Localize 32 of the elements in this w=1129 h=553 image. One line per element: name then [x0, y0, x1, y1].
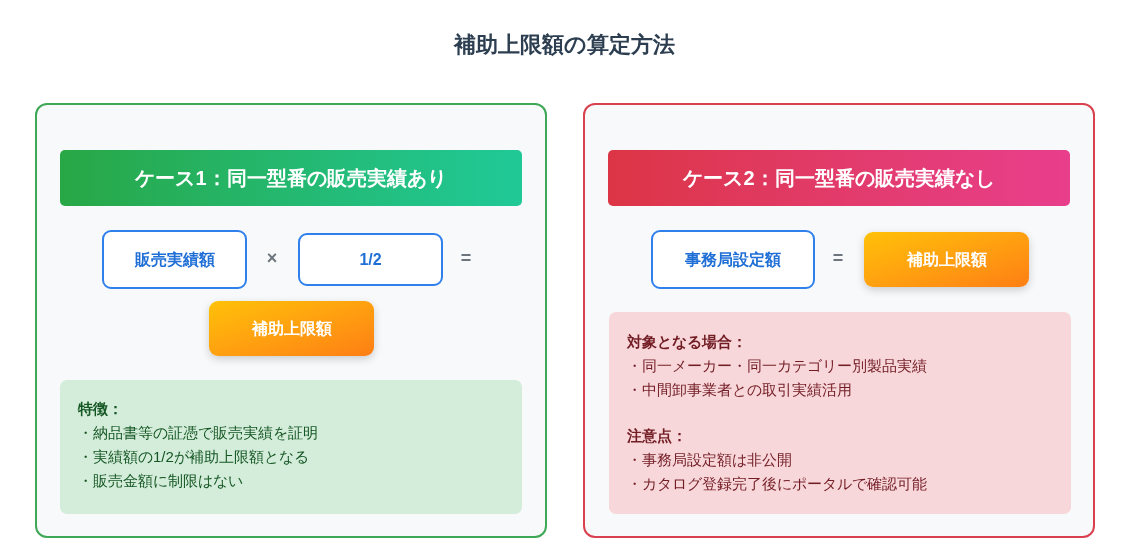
value-box	[102, 230, 247, 289]
value-text: 1/2	[359, 249, 382, 270]
operator-sign: =	[460, 247, 472, 270]
case-panel	[583, 103, 1095, 538]
value-text: 事務局設定額	[685, 249, 781, 270]
diagram-title: 補助上限額の算定方法	[454, 31, 675, 59]
result-text: 補助上限額	[251, 318, 332, 339]
info-heading: 注意点：	[627, 426, 687, 446]
case-header-band	[60, 150, 522, 206]
case-panel	[35, 103, 547, 538]
value-text: 販売実績額	[134, 249, 215, 270]
operator-sign: ×	[266, 247, 278, 270]
value-box	[298, 233, 443, 286]
bullet-text: ・納品書等の証憑で販売実績を証明	[78, 423, 318, 443]
case-header-band	[608, 150, 1070, 206]
bullet-text: ・同一メーカー・同一カテゴリー別製品実績	[627, 356, 927, 376]
info-heading: 対象となる場合：	[627, 332, 747, 352]
bullet-text: ・カタログ登録完了後にポータルで確認可能	[627, 474, 927, 494]
result-text: 補助上限額	[906, 249, 987, 270]
bullet-text: ・事務局設定額は非公開	[627, 450, 792, 470]
info-box	[609, 312, 1071, 514]
bullet-text: ・販売金額に制限はない	[78, 471, 243, 491]
bullet-text: ・中間卸事業者との取引実績活用	[627, 380, 852, 400]
value-box	[651, 230, 815, 289]
result-box	[864, 232, 1029, 287]
bullet-text: ・実績額の1/2が補助上限額となる	[78, 447, 309, 467]
info-box	[60, 380, 522, 514]
header-text: ケース1：同一型番の販売実績あり	[135, 166, 447, 191]
info-heading: 特徴：	[78, 399, 123, 419]
operator-sign: =	[832, 247, 844, 270]
header-text: ケース2：同一型番の販売実績なし	[683, 166, 995, 191]
result-box	[209, 301, 374, 356]
